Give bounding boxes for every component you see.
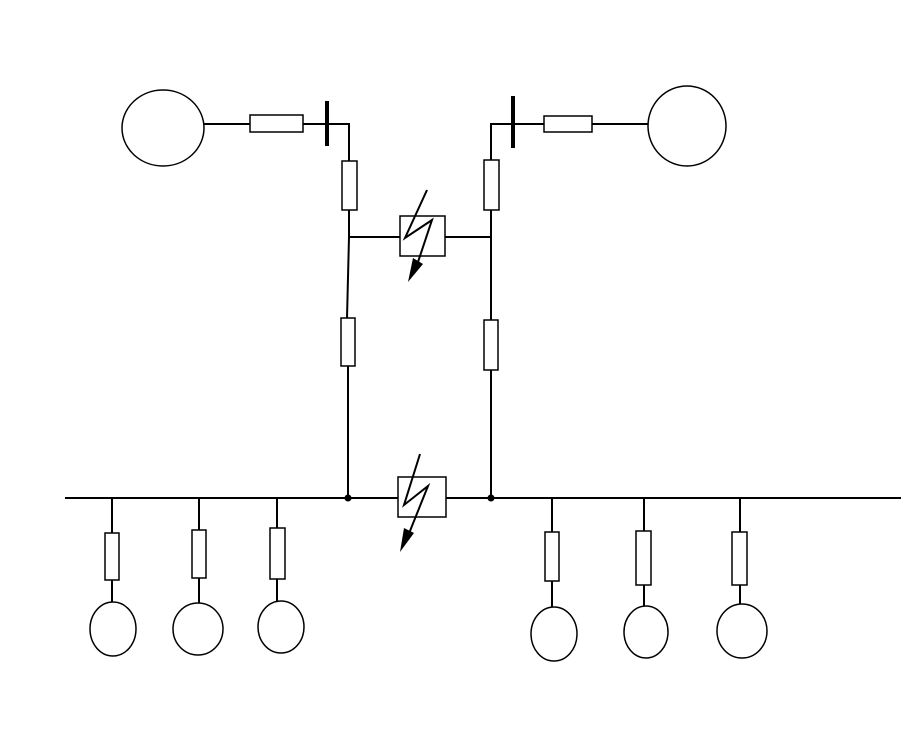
fault-lightning-upper (402, 189, 434, 269)
junction-node-right (487, 494, 495, 502)
junction-node-left (344, 494, 352, 502)
load-left-1 (89, 601, 137, 657)
resistor-load-left-1 (104, 532, 120, 581)
resistor-load-right-1 (544, 531, 560, 582)
generator-right (647, 85, 727, 167)
resistor-right-lower (483, 319, 499, 371)
generator-left (121, 89, 205, 167)
wire (327, 123, 350, 161)
load-right-3 (716, 603, 768, 659)
fault-box-lower (397, 476, 447, 518)
resistor-left-lower (340, 317, 356, 367)
resistor-load-right-2 (635, 530, 652, 586)
fault-lightning-lower (402, 453, 431, 537)
resistor-left-upper (341, 160, 358, 211)
load-right-2 (623, 605, 669, 659)
fault-arrowhead-lower (400, 528, 414, 552)
fault-arrowhead-upper (408, 258, 423, 282)
resistor-load-right-3 (731, 531, 748, 586)
resistor-top-left-horizontal (249, 114, 304, 133)
load-left-2 (172, 602, 224, 656)
resistor-load-left-2 (191, 529, 207, 579)
wire (490, 123, 513, 160)
resistor-right-upper (483, 159, 500, 211)
resistor-load-left-3 (269, 527, 286, 580)
wire (346, 236, 350, 319)
load-right-1 (530, 606, 578, 662)
resistor-top-right-horizontal (543, 115, 593, 133)
load-left-3 (257, 600, 305, 654)
